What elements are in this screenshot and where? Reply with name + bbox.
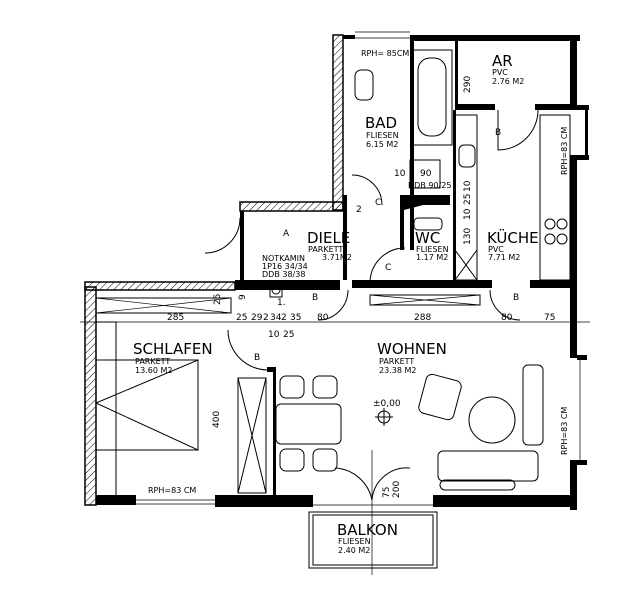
door-mark: B xyxy=(513,293,519,303)
dimensions: 290 10 90 130 10 25 10 285 25 29 2 34 2 … xyxy=(167,76,555,498)
note-ddb-bad: DDB 90/25 xyxy=(408,181,451,190)
room-diele: DIELE PARKETT 3.71M2 xyxy=(307,229,352,262)
dim-label: 9 xyxy=(238,294,248,300)
dim-label: 2 xyxy=(281,313,287,323)
room-floor: PVC xyxy=(488,245,504,254)
door-swings xyxy=(80,109,590,575)
dim-label: 200 xyxy=(392,481,402,498)
door-mark: B xyxy=(495,128,501,138)
dim-label: 288 xyxy=(414,313,431,323)
note-rph-schlafen: RPH=83 CM xyxy=(148,486,196,495)
dim-label: 34 xyxy=(270,313,282,323)
room-area: 2.40 M2 xyxy=(338,546,370,555)
dim-label: 25 xyxy=(463,194,473,205)
door-mark: B xyxy=(312,293,318,303)
room-name: BALKON xyxy=(337,521,398,539)
room-floor: PVC xyxy=(492,68,508,77)
dim-label: 10 xyxy=(268,330,280,340)
note-notkamin-ddb: DDB 38/38 xyxy=(262,270,305,279)
note-notkamin: NOTKAMIN xyxy=(262,254,305,263)
room-wohnen: WOHNEN PARKETT 23.38 M2 xyxy=(377,340,447,375)
room-area: 13.60 M2 xyxy=(135,366,172,375)
door-marks: A B C C B B B xyxy=(254,128,519,363)
dim-label: 90 xyxy=(420,169,432,179)
door-mark: C xyxy=(375,198,381,208)
room-floor: FLIESEN xyxy=(416,245,449,254)
room-area: 23.38 M2 xyxy=(379,366,416,375)
door-mark: B xyxy=(254,353,260,363)
note-rph-bad: RPH= 85CM xyxy=(361,49,409,58)
room-bad: BAD FLIESEN 6.15 M2 xyxy=(365,114,399,149)
room-name: DIELE xyxy=(307,229,350,247)
dim-label: 1. xyxy=(277,298,286,308)
dim-label: 10 xyxy=(394,169,406,179)
room-area: 3.71M2 xyxy=(322,253,352,262)
door-mark: C xyxy=(385,263,391,273)
room-balkon: BALKON FLIESEN 2.40 M2 xyxy=(337,521,398,555)
room-kueche: KÜCHE PVC 7.71 M2 xyxy=(487,228,539,262)
dim-label: 2 xyxy=(263,313,269,323)
room-area: 7.71 M2 xyxy=(488,253,520,262)
dim-label: 80 xyxy=(501,313,513,323)
note-rph-kueche: RPH=83 CM xyxy=(560,127,569,175)
room-floor: PARKETT xyxy=(379,357,414,366)
dim-label: 35 xyxy=(290,313,301,323)
room-floor: PARKETT xyxy=(135,357,170,366)
room-area: 6.15 M2 xyxy=(366,140,398,149)
room-name: WOHNEN xyxy=(377,340,447,358)
dim-label: 75 xyxy=(544,313,555,323)
room-floor: PARKETT xyxy=(308,245,343,254)
door-mark: A xyxy=(283,229,290,239)
level-marker: ±0,00 xyxy=(373,399,401,409)
note-rph-wohnen: RPH=83 CM xyxy=(560,407,569,455)
room-name: BAD xyxy=(365,114,397,132)
room-name: SCHLAFEN xyxy=(133,340,213,358)
room-name: AR xyxy=(492,52,513,70)
room-floor: FLIESEN xyxy=(366,131,399,140)
dim-label: 25 xyxy=(236,313,247,323)
dim-label: 75 xyxy=(382,487,392,498)
fixtures xyxy=(94,49,571,498)
dim-label: 10 xyxy=(463,180,473,192)
dim-label: 25 xyxy=(283,330,294,340)
dim-label: 25 xyxy=(213,294,223,305)
room-area: 2.76 M2 xyxy=(492,77,524,86)
dim-label: 285 xyxy=(167,313,184,323)
dim-label: 10 xyxy=(463,208,473,220)
room-area: 1.17 M2 xyxy=(416,253,448,262)
notes: RPH= 85CM RPH=83 CM RPH=83 CM RPH=83 CM … xyxy=(148,49,569,495)
dim-label: 400 xyxy=(212,411,222,428)
room-ar: AR PVC 2.76 M2 xyxy=(492,52,524,86)
room-schlafen: SCHLAFEN PARKETT 13.60 M2 xyxy=(133,340,213,375)
dim-label: 2 xyxy=(356,205,362,215)
room-floor: FLIESEN xyxy=(338,537,371,546)
dim-label: 29 xyxy=(251,313,263,323)
room-name: KÜCHE xyxy=(487,228,539,247)
note-notkamin-size: 1P16 34/34 xyxy=(262,262,308,271)
room-wc: WC FLIESEN 1.17 M2 xyxy=(415,229,449,262)
dim-label: 80 xyxy=(317,313,329,323)
room-name: WC xyxy=(415,229,440,247)
dim-label: 290 xyxy=(463,76,473,93)
dim-label: 130 xyxy=(463,228,473,245)
